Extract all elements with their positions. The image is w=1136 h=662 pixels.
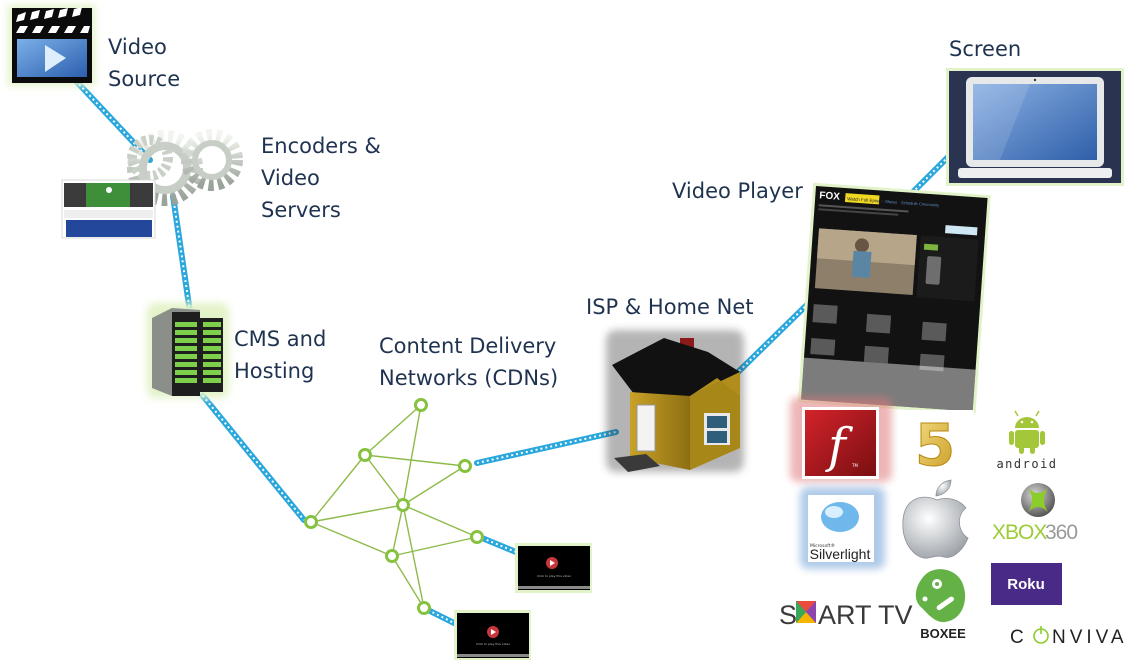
rack-led [203, 330, 221, 335]
edge-player-caption: Click to play this video [537, 574, 571, 578]
rack-led [175, 346, 197, 351]
rack-led [175, 362, 197, 367]
conviva-c: C [1010, 627, 1028, 648]
cdn-edge [364, 404, 422, 456]
cdn-node [396, 498, 410, 512]
roku-wordmark: Roku [1007, 576, 1045, 593]
rack-led [175, 322, 197, 327]
label-video-source: Video Source [108, 35, 181, 91]
rack-led [175, 370, 197, 375]
fox-logo: FOX [819, 190, 841, 202]
rack-led [175, 354, 197, 359]
link-cms-to-cdn-dots [189, 379, 305, 521]
xbox-360-wordmark: 360 [1045, 521, 1077, 544]
boxee-icon: BOXEE [915, 569, 966, 641]
video-player-screenshot: FOX Watch Full Episodes ▸ Shows Schedule… [797, 182, 991, 415]
smart-tv-wordmark: ART TV [818, 600, 913, 630]
smart-tv-s: S [779, 600, 797, 630]
android-wordmark: android [996, 457, 1057, 471]
rack-led [203, 346, 221, 351]
rack-led [203, 370, 221, 375]
tab-schedule[interactable]: Schedule [901, 200, 919, 206]
cdn-edge [391, 504, 404, 557]
rack-led [203, 338, 221, 343]
link-cdn-to-player-2-dots [427, 609, 457, 625]
label-cdn: Content Delivery Networks (CDNs) [379, 334, 559, 390]
edge-video-player-2[interactable]: Click to play this video [454, 610, 531, 660]
laptop-icon [946, 68, 1124, 186]
cdn-edge [310, 504, 404, 523]
tab-community[interactable]: Community [919, 201, 940, 207]
rack-led [203, 362, 221, 367]
cdn-node [470, 530, 484, 544]
cdn-node [417, 601, 431, 615]
silverlight-wordmark: Silverlight [810, 546, 871, 562]
server-rack-icon [147, 303, 229, 398]
cdn-edge [391, 555, 425, 609]
link-isp-to-player-dots [731, 291, 821, 379]
link-encoders-to-cms [170, 193, 193, 315]
watch-full-episodes-button[interactable]: Watch Full Episodes ▸ [847, 196, 892, 204]
boxee-wordmark: BOXEE [920, 626, 966, 641]
cdn-node [358, 448, 372, 462]
house-icon [606, 330, 744, 472]
link-cdn-to-isp-dots [476, 431, 617, 464]
android-icon: android [996, 410, 1057, 471]
conviva-icon: C NVIVA [1010, 626, 1128, 648]
cdn-edge [402, 504, 425, 609]
rack-led [175, 338, 197, 343]
cdn-node [385, 549, 399, 563]
xbox-wordmark: XBOX [992, 521, 1047, 544]
silverlight-icon: Microsoft® Silverlight [800, 487, 885, 569]
cdn-edge [364, 454, 466, 467]
microsoft-label: Microsoft® [810, 542, 835, 549]
tab-shows[interactable]: Shows [885, 199, 897, 205]
conviva-wordmark: NVIVA [1052, 627, 1128, 648]
label-cms-hosting: CMS and Hosting [234, 327, 327, 383]
clapperboard-play-icon [8, 5, 95, 86]
cdn-edge [310, 521, 393, 557]
xbox-icon: XBOX 360 [992, 483, 1078, 544]
label-video-player: Video Player [672, 179, 803, 203]
cdn-edge [391, 536, 478, 557]
label-isp-home-net: ISP & Home Net [586, 295, 754, 319]
smart-tv-icon: S ART TV [779, 600, 913, 630]
cdn-node [304, 515, 318, 529]
rack-led [175, 330, 197, 335]
cdn-node [414, 398, 428, 412]
cdn-edge [364, 454, 404, 506]
cdn-graph-nodes [304, 398, 484, 615]
html5-icon: 5 [898, 410, 974, 480]
cdn-node [458, 459, 472, 473]
gears-icon [127, 129, 243, 206]
edge-video-player-1[interactable]: Click to play this video [515, 543, 592, 593]
label-screen: Screen [949, 37, 1022, 61]
rack-led [203, 322, 221, 327]
flash-tm: TM [851, 463, 858, 468]
cdn-graph-edges [310, 404, 478, 609]
cdn-edge [310, 454, 366, 523]
rack-led [203, 378, 221, 383]
encoder-software-screenshot [61, 179, 156, 239]
link-cdn-to-player-1-dots [481, 537, 517, 553]
rack-led [175, 378, 197, 383]
label-encoders: Encoders & Video Servers [261, 134, 381, 222]
cdn-edge [402, 404, 422, 506]
rack-led [203, 354, 221, 359]
cdn-edge [402, 504, 478, 538]
apple-icon [902, 479, 969, 559]
flash-icon: f TM [790, 397, 892, 482]
roku-icon: Roku [991, 563, 1062, 605]
html5-glyph: 5 [915, 411, 955, 479]
cdn-edge [402, 465, 466, 506]
edge-player-caption: Click to play this video [476, 642, 510, 646]
door-icon [636, 404, 656, 452]
